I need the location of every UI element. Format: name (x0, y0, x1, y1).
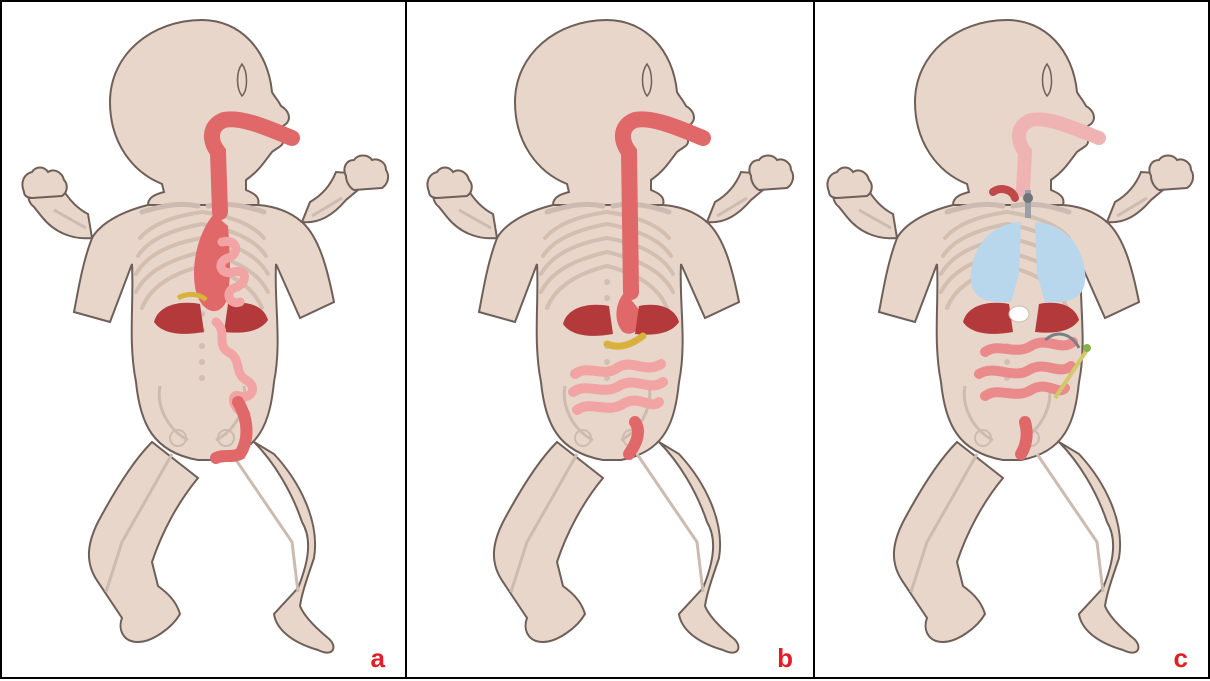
panel-c: c (813, 0, 1210, 679)
infant-body (427, 20, 793, 653)
tube-connector-icon (1083, 344, 1091, 352)
stomach (1009, 306, 1029, 322)
illustration-b (407, 2, 813, 681)
trachea-icon (1023, 193, 1033, 203)
infant-body (827, 20, 1193, 653)
panel-label-c: c (1174, 645, 1188, 671)
panel-a: a (0, 0, 407, 679)
panel-b: b (405, 0, 815, 679)
small-intestine (573, 364, 663, 410)
illustration-a (2, 2, 407, 681)
illustration-c (815, 2, 1208, 681)
panel-label-a: a (371, 645, 385, 671)
colon (1021, 422, 1027, 454)
panel-label-b: b (777, 645, 793, 671)
infant-body (22, 20, 388, 653)
